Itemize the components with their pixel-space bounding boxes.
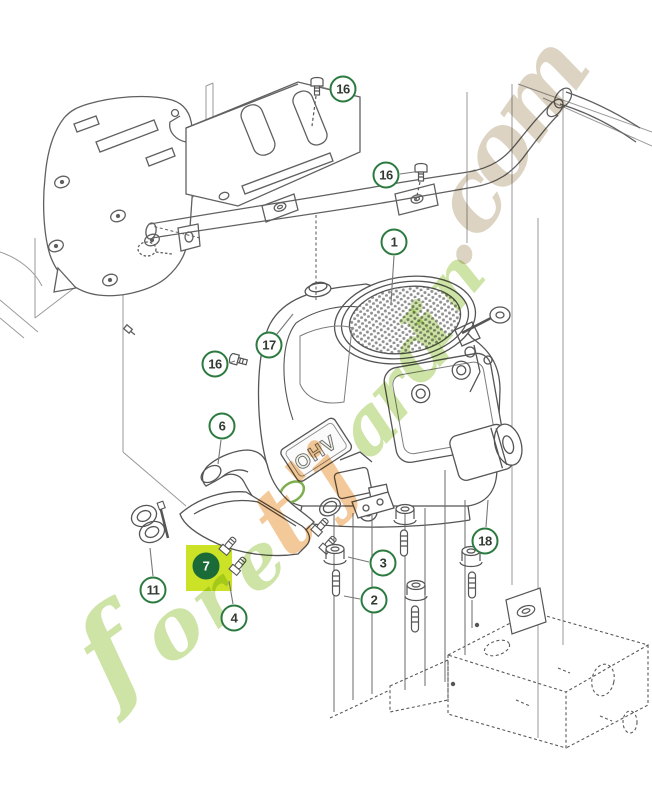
leader-lines xyxy=(149,86,489,605)
pipe-clamp xyxy=(130,500,170,544)
throttle-control xyxy=(454,306,511,393)
flange-nut xyxy=(323,543,347,566)
callout-2[interactable]: 2 xyxy=(360,586,388,614)
rivet-icon xyxy=(48,175,160,287)
callout-3[interactable]: 3 xyxy=(369,549,397,577)
chassis-mount-tab xyxy=(505,587,547,635)
stud xyxy=(467,571,477,599)
pipe-clamp-ring xyxy=(319,497,341,517)
callout-18[interactable]: 18 xyxy=(471,527,499,555)
bolt-16-top xyxy=(310,76,324,127)
muffler-shield xyxy=(42,95,201,336)
elbow-shield xyxy=(179,491,395,557)
flange-bolts xyxy=(218,517,337,577)
flange-nut xyxy=(404,579,428,602)
stud xyxy=(410,605,420,633)
bolt-16-mid xyxy=(414,162,428,201)
exhaust-pipe xyxy=(145,87,641,240)
callout-16[interactable]: 16 xyxy=(372,161,400,189)
callout-16[interactable]: 16 xyxy=(201,350,229,378)
starter-motor xyxy=(449,423,523,481)
exhaust-elbow xyxy=(200,449,315,537)
stud xyxy=(331,569,341,597)
stud xyxy=(399,529,409,557)
engine: OHV xyxy=(257,215,523,528)
callout-11[interactable]: 11 xyxy=(139,576,167,604)
studs-and-nuts xyxy=(323,503,483,633)
flange-nut xyxy=(393,503,417,526)
callout-17[interactable]: 17 xyxy=(255,331,283,359)
callout-7-highlighted[interactable]: 7 xyxy=(192,552,220,580)
chassis-bracket xyxy=(329,611,650,749)
callout-1[interactable]: 1 xyxy=(380,228,408,256)
mesh-screen xyxy=(333,275,477,365)
callout-6[interactable]: 6 xyxy=(208,412,236,440)
fuel-cap-icon xyxy=(304,281,332,298)
callout-16[interactable]: 16 xyxy=(329,75,357,103)
bolt-16-engine xyxy=(228,352,249,366)
callout-4[interactable]: 4 xyxy=(220,604,248,632)
